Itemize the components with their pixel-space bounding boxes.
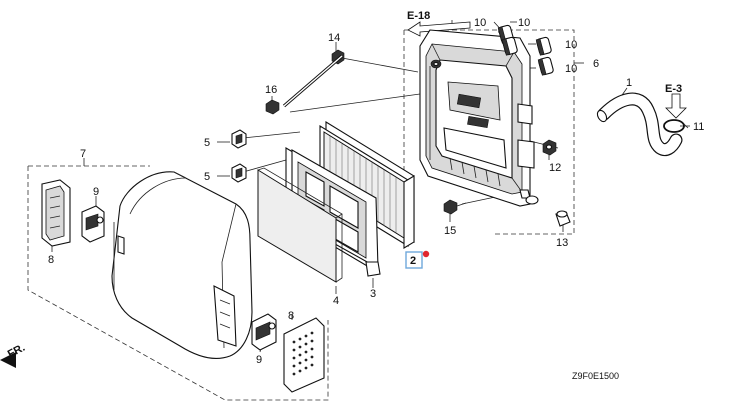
callout-15: 15	[444, 225, 456, 237]
tube-clip	[663, 119, 689, 133]
callout-10b: 10	[518, 17, 530, 29]
callout-10d: 10	[565, 63, 577, 75]
latch-spring-9-left	[81, 205, 105, 243]
part-2-highlight	[405, 250, 430, 269]
front-mark-label: FR.	[6, 342, 27, 361]
callout-16: 16	[265, 84, 277, 96]
cap-13	[555, 210, 571, 227]
callout-9a: 9	[93, 186, 99, 198]
callout-5a: 5	[204, 137, 210, 149]
air-cleaner-base-housing	[419, 29, 539, 207]
callout-10c: 10	[565, 39, 577, 51]
paper-filter-element	[319, 121, 415, 249]
callout-13: 13	[556, 237, 568, 249]
callout-7: 7	[80, 148, 86, 160]
latch-8-right	[283, 317, 325, 393]
ref-arrow-e18	[407, 21, 471, 37]
group-box-7	[27, 165, 329, 401]
long-bolt-16	[265, 54, 344, 115]
callout-labels: E-18 E-3 10 10 10 10 6 1 11 12 13 15 14 …	[48, 10, 704, 366]
callout-11: 11	[693, 121, 704, 133]
callout-10a: 10	[474, 17, 486, 29]
breather-tube	[596, 92, 683, 157]
callout-14: 14	[328, 32, 340, 44]
ref-label-e18: E-18	[407, 10, 430, 22]
latch-spring-9-right	[251, 313, 277, 351]
air-cleaner-cover	[111, 171, 253, 359]
callout-2: 2	[410, 255, 416, 267]
callout-9b: 9	[256, 354, 262, 366]
flange-nut-12	[542, 139, 557, 156]
filter-frame-3	[285, 147, 381, 277]
callout-12: 12	[549, 162, 561, 174]
callout-8b: 8	[288, 310, 294, 322]
clip-5-lower	[231, 163, 247, 183]
ref-arrow-e3	[665, 93, 687, 119]
latch-8-left	[41, 179, 71, 247]
bolt-15	[443, 199, 467, 215]
stud-bolts-10	[497, 24, 554, 76]
callout-4: 4	[333, 295, 339, 307]
foam-pre-filter	[257, 167, 343, 283]
callout-1: 1	[626, 77, 632, 89]
callout-8a: 8	[48, 254, 54, 266]
diagram-code: Z9F0E1500	[572, 371, 619, 381]
ref-label-e3: E-3	[665, 83, 682, 95]
callout-3: 3	[370, 288, 376, 300]
front-direction-marker: FR.	[0, 342, 27, 368]
clip-5-upper	[231, 129, 247, 149]
callout-5b: 5	[204, 171, 210, 183]
callout-6: 6	[593, 58, 599, 70]
